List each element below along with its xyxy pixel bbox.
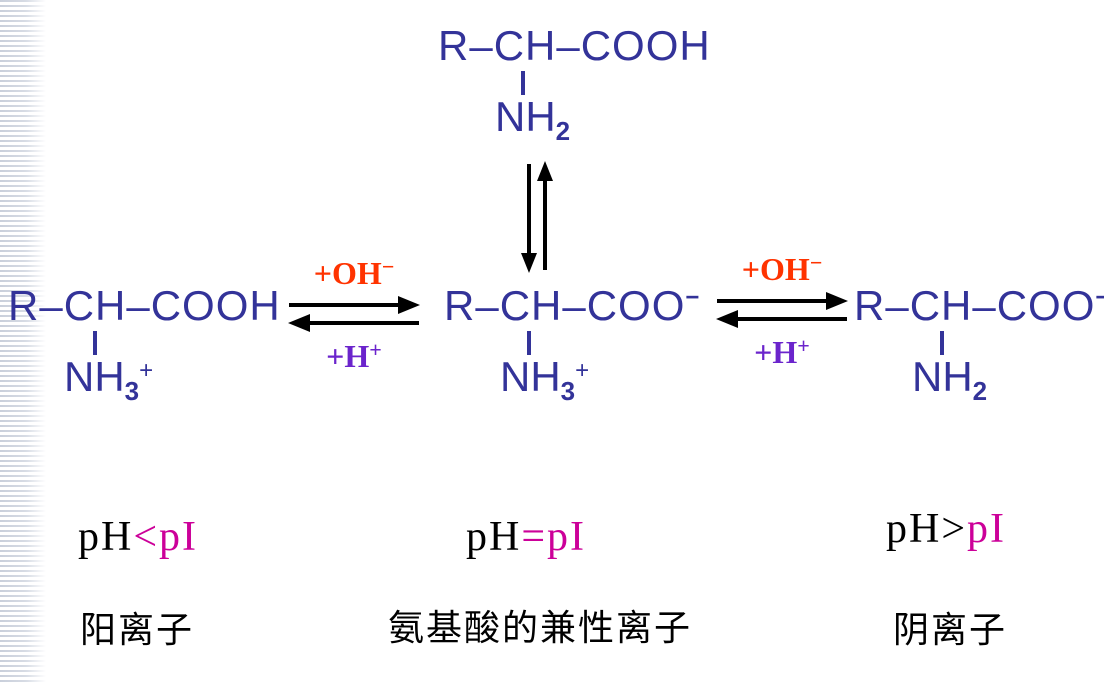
caption-anion: 阴离子 (893, 610, 1008, 650)
ph-text: pH (886, 506, 942, 552)
molecule-anion: R–CH–COO− NH2 (854, 282, 1104, 407)
amino-group-anion: NH2 (912, 353, 1104, 407)
molecule-cation: R–CH–COOH NH3+ (8, 282, 281, 407)
pi-text: pI (547, 514, 587, 560)
amino-subscript: 3 (124, 376, 140, 407)
amino-text: NH (500, 353, 561, 401)
amino-group-cation: NH3+ (64, 353, 281, 407)
amino-text: NH (64, 353, 125, 401)
caption-zwitterion: 氨基酸的兼性离子 (388, 608, 693, 648)
equilibrium-arrows-icon (288, 296, 420, 332)
amino-subscript: 3 (560, 376, 576, 407)
left-decorative-stripe (0, 0, 46, 682)
formula-text: R–CH–COOH (8, 282, 281, 329)
ph-relation-cation: pH<pI (78, 516, 198, 558)
amino-subscript: 2 (555, 116, 571, 147)
formula-anion: R–CH–COO− (854, 282, 1104, 329)
ph-operator: > (941, 506, 968, 552)
reaction-left: +OH− +H+ (282, 256, 426, 372)
proton-label: +H+ (326, 337, 382, 374)
formula-cation: R–CH–COOH (8, 282, 281, 329)
proton-charge: + (797, 333, 810, 358)
vertical-bond (93, 331, 97, 356)
formula-zwitterion: R–CH–COO− (444, 282, 700, 329)
vertical-bond (527, 331, 531, 356)
molecule-neutral: R–CH–COOH NH2 (438, 22, 711, 147)
proton-text: +H (326, 338, 370, 374)
formula-charge: − (1095, 284, 1104, 311)
ph-relation-anion: pH>pI (886, 508, 1006, 550)
proton-text: +H (754, 334, 798, 370)
formula-text: R–CH–COO (854, 282, 1096, 329)
amino-charge: + (575, 357, 590, 385)
ph-text: pH (78, 514, 134, 560)
amino-subscript: 2 (972, 376, 988, 407)
hydroxide-charge: − (381, 254, 395, 279)
hydroxide-label: +OH− (741, 250, 823, 287)
amino-group-zwitterion: NH3+ (500, 353, 699, 407)
formula-text: R–CH–COO (444, 282, 686, 329)
formula-neutral: R–CH–COOH (438, 22, 711, 69)
proton-charge: + (369, 337, 382, 362)
proton-label: +H+ (754, 333, 810, 370)
hydroxide-text: +OH (313, 255, 382, 291)
ph-relation-zwitterion: pH=pI (466, 516, 586, 558)
ph-text: pH (466, 514, 522, 560)
amino-text: NH (495, 93, 556, 141)
vertical-bond (521, 71, 525, 96)
ph-operator: < (133, 514, 160, 560)
formula-charge: − (685, 284, 700, 311)
amino-group-neutral: NH2 (495, 93, 711, 147)
pi-text: pI (967, 506, 1007, 552)
hydroxide-text: +OH (741, 251, 810, 287)
vertical-bond (940, 331, 944, 356)
formula-text: R–CH–COOH (438, 22, 711, 69)
amino-text: NH (912, 353, 973, 401)
pi-text: pI (159, 514, 199, 560)
ph-operator: = (521, 514, 548, 560)
hydroxide-charge: − (809, 250, 823, 275)
reaction-right: +OH− +H+ (710, 252, 854, 368)
vertical-equilibrium-arrows-icon (521, 161, 553, 273)
caption-cation: 阳离子 (80, 610, 195, 650)
molecule-zwitterion: R–CH–COO− NH3+ (444, 282, 700, 407)
hydroxide-label: +OH− (313, 254, 395, 291)
amino-charge: + (139, 357, 154, 385)
equilibrium-arrows-icon (716, 292, 848, 328)
